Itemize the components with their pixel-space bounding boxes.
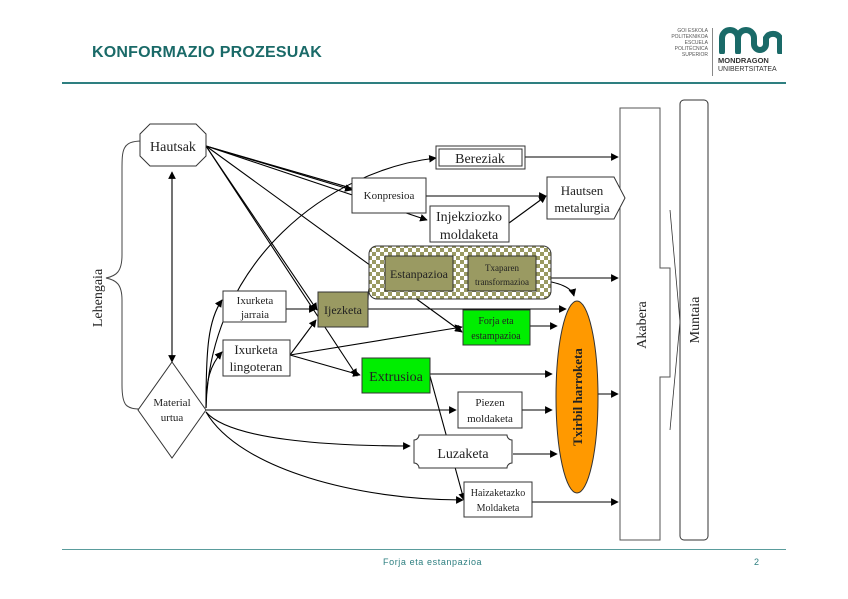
node-forja-estampazioa: Forja eta estampazioa	[462, 309, 531, 346]
arrow-injekziozko-hautsen	[508, 195, 547, 224]
extrusioa-label: Extrusioa	[369, 370, 423, 385]
node-bereziak: Bereziak	[435, 145, 526, 170]
logo-subname: UNIBERTSITATEA	[718, 66, 777, 73]
luzaketa-label: Luzaketa	[437, 447, 489, 462]
haizaketazko-label-1: Haizaketazko	[471, 488, 525, 499]
logo-name: MONDRAGON	[718, 56, 769, 65]
node-extrusioa: Extrusioa	[361, 357, 431, 394]
lehengaia-label: Lehengaia	[91, 268, 106, 327]
piezen-label-1: Piezen	[475, 397, 505, 409]
arrow-material-ixurketa-lingoteran	[205, 351, 223, 409]
forja-label-2: estampazioa	[471, 331, 521, 342]
arrow-material-ixurketa-jarraia	[205, 299, 223, 409]
logo-school-text: GOI ESKOLA POLITEKNIKOA ESCUELA POLITÉCN…	[656, 28, 708, 58]
txaparen-label-2: transformazioa	[475, 277, 529, 287]
material-urtua-label-2: urtua	[161, 412, 184, 424]
piezen-label-2: moldaketa	[467, 413, 513, 425]
arrow-lingoteran-extrusioa	[289, 354, 361, 377]
ixurketa-jarraia-label-1: Ixurketa	[237, 295, 274, 307]
hautsak-label: Hautsak	[150, 140, 196, 155]
injekziozko-label-2: moldaketa	[440, 228, 499, 243]
logo-line: GOI ESKOLA	[677, 28, 708, 34]
akabera-label: Akabera	[635, 301, 650, 349]
arrow-hautsak-extrusioa	[205, 145, 358, 377]
node-txaparen-transformazioa: Txaparen transformazioa	[467, 255, 537, 292]
estanpazioa-label: Estanpazioa	[390, 267, 449, 281]
logo-divider	[712, 28, 713, 76]
txaparen-label-1: Txaparen	[485, 263, 519, 273]
node-hautsak: Hautsak	[139, 123, 207, 167]
node-injekziozko-moldaketa: Injekziozko moldaketa	[429, 205, 510, 243]
footer-rule	[62, 549, 786, 550]
muntaia-label: Muntaia	[688, 296, 703, 343]
arrow-material-bereziak	[205, 154, 437, 409]
arrow-lingoteran-ijezketa	[289, 319, 317, 356]
footer-title: Forja eta estanpazioa	[383, 557, 483, 567]
header-rule	[62, 82, 786, 84]
arrow-hautsak-forja	[205, 145, 463, 333]
node-konpresioa: Konpresioa	[351, 177, 427, 214]
node-ixurketa-jarraia: Ixurketa jarraia	[222, 290, 287, 323]
hautsen-label-2: metalurgia	[554, 200, 610, 215]
page-number: 2	[754, 557, 760, 567]
arrow-material-haizaketazko	[205, 411, 464, 504]
mu-logo-icon	[719, 27, 782, 54]
arrow-material-luzaketa	[205, 411, 411, 450]
node-piezen-moldaketa: Piezen moldaketa	[457, 391, 523, 429]
txirbil-label: Txirbil harroketa	[570, 348, 585, 446]
ixurketa-lingoteran-label-2: lingoteran	[230, 359, 283, 374]
node-luzaketa: Luzaketa	[413, 434, 513, 469]
material-urtua-label-1: Material	[153, 397, 190, 409]
node-txirbil-harroketa: Txirbil harroketa	[555, 300, 599, 494]
arrow-lingoteran-forja	[289, 324, 463, 356]
injekziozko-label-1: Injekziozko	[436, 210, 502, 225]
page-title: KONFORMAZIO PROZESUAK	[92, 44, 322, 61]
logo-line: POLITÉCNICA	[674, 46, 708, 52]
arrow-hautsak-ijezketa	[205, 145, 318, 311]
forja-label-1: Forja eta	[478, 316, 514, 327]
node-material-urtua: Material urtua	[137, 361, 207, 459]
node-ixurketa-lingoteran: Ixurketa lingoteran	[222, 339, 291, 377]
ijezketa-label: Ijezketa	[324, 303, 363, 317]
node-hautsen-metalurgia: Hautsen metalurgia	[546, 176, 626, 220]
bereziak-label: Bereziak	[455, 152, 505, 167]
university-logo: GOI ESKOLA POLITEKNIKOA ESCUELA POLITÉCN…	[656, 24, 786, 76]
logo-line: SUPERIOR	[681, 52, 708, 58]
hautsen-label-1: Hautsen	[561, 183, 604, 198]
node-haizaketazko-moldaketa: Haizaketazko Moldaketa	[463, 481, 533, 518]
logo-line: ESCUELA	[684, 40, 708, 46]
konpresioa-label: Konpresioa	[364, 190, 415, 202]
lehengaia-brace	[105, 140, 143, 410]
akabera-block	[619, 107, 671, 541]
connector-arrows	[168, 145, 619, 506]
logo-line: POLITEKNIKOA	[671, 34, 708, 40]
haizaketazko-label-2: Moldaketa	[477, 503, 520, 514]
ixurketa-lingoteran-label-1: Ixurketa	[234, 342, 278, 357]
node-ijezketa: Ijezketa	[317, 291, 369, 328]
node-estanpazioa: Estanpazioa	[384, 255, 454, 292]
muntaia-notch	[669, 209, 681, 431]
ixurketa-jarraia-label-2: jarraia	[240, 309, 269, 321]
